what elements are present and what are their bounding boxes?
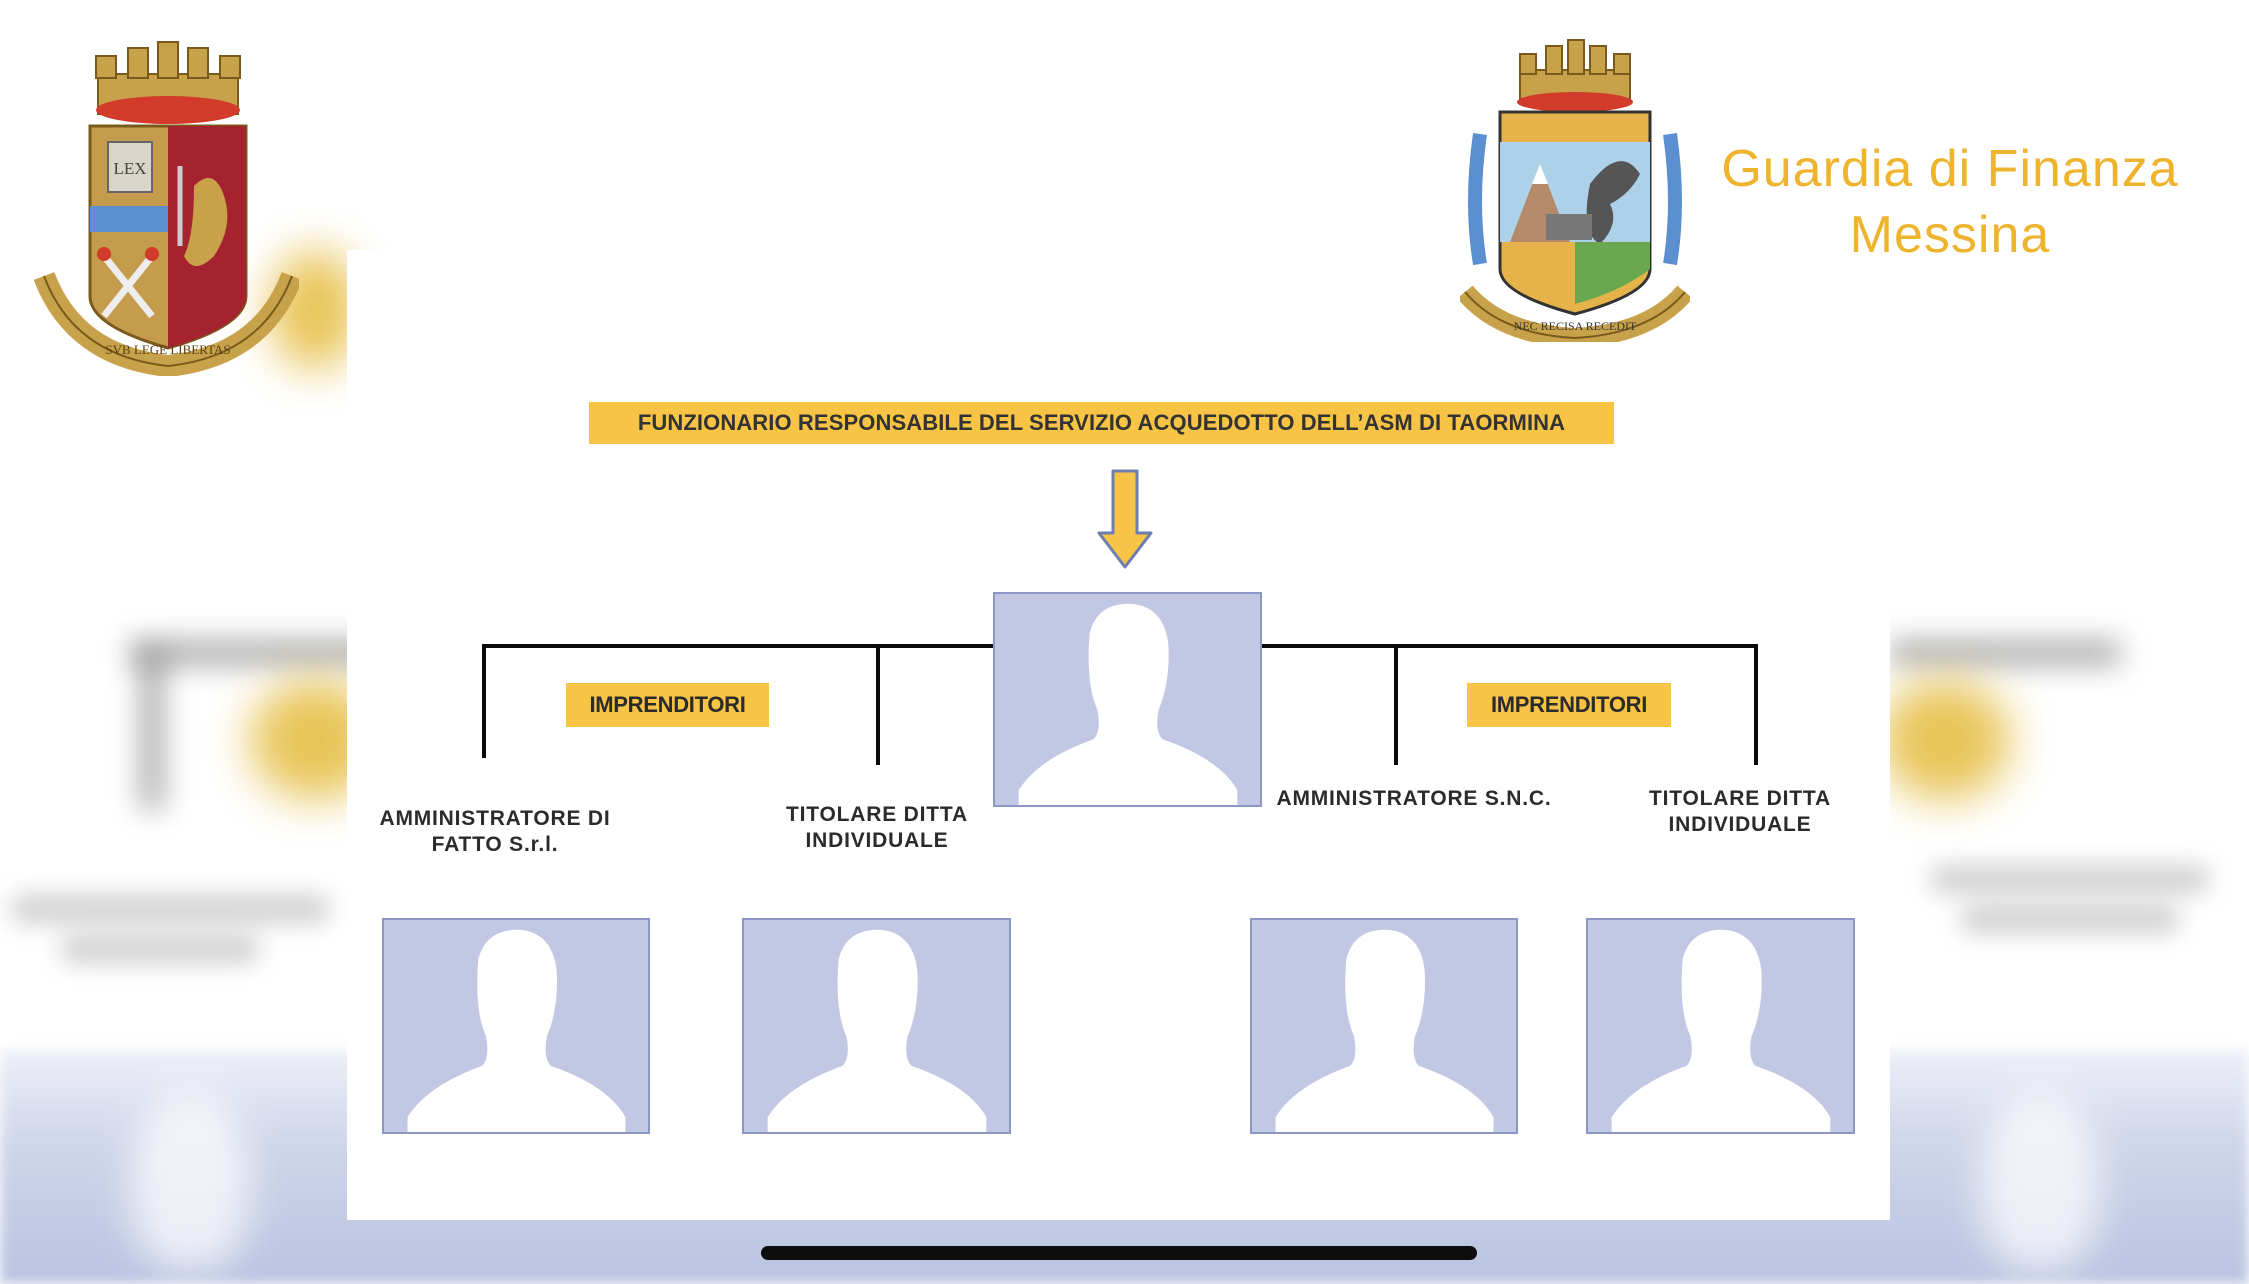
gdf-emblem: NEC RECISA RECEDIT: [1460, 39, 1690, 342]
shield-icon: [1498, 110, 1652, 316]
person-silhouette-icon: [767, 929, 987, 1132]
motto-text: SVB LEGE LIBERTAS: [105, 342, 230, 357]
org-name-line2: Messina: [1849, 206, 2051, 264]
person-silhouette-icon: [1018, 603, 1238, 805]
role-label-3: AMMINISTRATORE S.N.C.: [1276, 787, 1552, 810]
diagram-title: FUNZIONARIO RESPONSABILE DEL SERVIZIO AC…: [589, 402, 1614, 444]
central-person-photo: [993, 592, 1262, 807]
blurred-silhouette: [130, 1090, 250, 1270]
crown-icon: [95, 41, 241, 124]
home-indicator[interactable]: [761, 1246, 1477, 1260]
polizia-emblem: LEX SVB LEGE LIBERTAS: [34, 41, 299, 376]
role-label-4: TITOLARE DITTA INDIVIDUALE: [1649, 787, 1831, 836]
blurred-text: [60, 935, 260, 963]
person-silhouette-icon: [1275, 929, 1494, 1132]
down-arrow-icon: [1097, 469, 1153, 569]
person-photo-2: [742, 918, 1011, 1134]
person-silhouette-icon: [1611, 929, 1831, 1132]
person-photo-1: [382, 918, 650, 1134]
blurred-gold-tag: [1880, 680, 2010, 800]
person-photo-3: [1250, 918, 1518, 1134]
blurred-line: [140, 650, 164, 810]
group-tag-left: IMPRENDITORI: [566, 683, 769, 727]
blurred-text: [10, 895, 330, 923]
shield-icon: LEX: [88, 124, 248, 350]
org-name: Guardia di Finanza Messina: [1680, 136, 2220, 268]
org-name-line1: Guardia di Finanza: [1721, 140, 2179, 198]
blurred-text: [1930, 865, 2210, 893]
blurred-text: [1960, 905, 2180, 933]
blurred-silhouette: [1980, 1090, 2100, 1270]
person-photo-4: [1586, 918, 1855, 1134]
blurred-line: [1890, 640, 2120, 666]
role-label-1: AMMINISTRATORE DI FATTO S.r.l.: [379, 807, 611, 856]
group-tag-right: IMPRENDITORI: [1467, 683, 1671, 727]
crown-icon: [1517, 39, 1633, 112]
svg-text:LEX: LEX: [113, 159, 146, 178]
motto-text: NEC RECISA RECEDIT: [1514, 319, 1637, 333]
role-label-2: TITOLARE DITTA INDIVIDUALE: [786, 803, 968, 852]
person-silhouette-icon: [407, 929, 626, 1132]
